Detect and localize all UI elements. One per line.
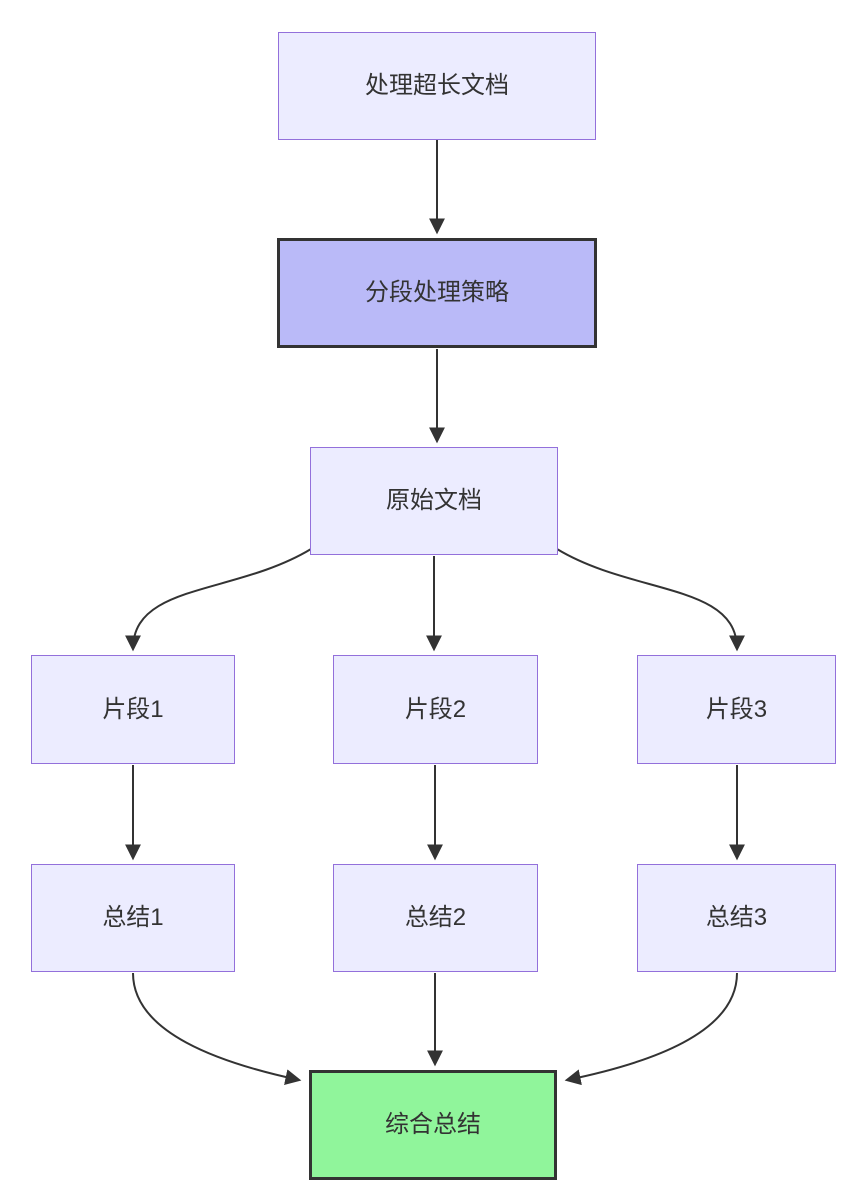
edge-sum1-final <box>132 972 302 1085</box>
node-fragment-2: 片段2 <box>333 655 538 764</box>
node-process-long-document: 处理超长文档 <box>278 32 596 140</box>
node-segmented-processing-strategy: 分段处理策略 <box>277 238 597 348</box>
node-fragment-3: 片段3 <box>637 655 836 764</box>
node-summary-3: 总结3 <box>637 864 836 972</box>
node-summary-1: 总结1 <box>31 864 235 972</box>
node-original-document: 原始文档 <box>310 447 558 555</box>
edge-sum3-final <box>564 972 738 1086</box>
node-fragment-1: 片段1 <box>31 655 235 764</box>
node-summary-2: 总结2 <box>333 864 538 972</box>
node-combined-summary: 综合总结 <box>309 1070 557 1180</box>
edge-doc-frag1 <box>125 548 312 652</box>
edge-doc-frag3 <box>556 548 745 652</box>
